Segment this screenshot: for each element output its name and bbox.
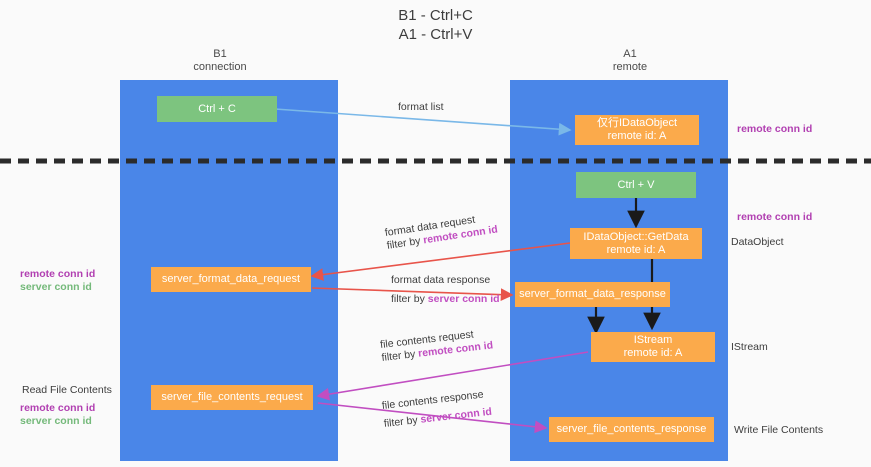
left-note-mid-server: server conn id [20,281,92,293]
node-server-format-data-request[interactable]: server_format_data_request [151,267,311,292]
edge-label-format-data-response-line2: filter by server conn id [391,293,500,306]
node-istream[interactable]: IStream remote id: A [591,332,715,362]
right-note-remote-conn-id-mid: remote conn id [737,211,813,223]
node-getdata-line1: IDataObject::GetData [583,230,689,243]
right-note-write-file-contents: Write File Contents [734,424,824,436]
node-server-file-contents-request[interactable]: server_file_contents_request [151,385,313,410]
node-server-file-contents-response-label: server_file_contents_response [556,423,707,435]
right-note-istream: IStream [731,341,768,353]
left-note-read-file-contents: Read File Contents [22,384,112,396]
node-getdata[interactable]: IDataObject::GetData remote id: A [570,228,702,259]
node-getdata-line2: remote id: A [606,243,666,256]
node-server-file-contents-request-label: server_file_contents_request [161,391,303,403]
title-line-2: A1 - Ctrl+V [398,26,473,43]
node-server-format-data-response[interactable]: server_format_data_response [515,282,670,307]
node-ctrl-v[interactable]: Ctrl + V [576,172,696,198]
column-header-b1-name: B1 [213,48,227,60]
right-note-dataobject: DataObject [731,236,784,248]
left-note-mid-remote: remote conn id [20,268,96,280]
column-header-b1: B1 connection [150,48,290,74]
node-istream-line2: remote id: A [623,347,683,359]
node-idataobject-top[interactable]: 仅行IDataObject remote id: A [575,115,699,145]
node-ctrl-c-label: Ctrl + C [198,102,236,115]
right-note-remote-conn-id-top: remote conn id [737,123,813,135]
edge-label-file-contents-request: file contents request filter by remote c… [380,326,494,365]
left-note-bottom-remote: remote conn id [20,402,96,414]
node-idataobject-top-line1: 仅行IDataObject [596,117,678,129]
edge-label-file-contents-response: file contents response filter by server … [381,388,492,431]
column-header-a1-name: A1 [623,48,637,60]
column-header-b1-role: connection [193,61,247,73]
edge-label-format-data-response: format data response filter by server co… [391,274,500,306]
edge-label-file-contents-request-prefix: filter by [381,347,419,364]
node-server-file-contents-response[interactable]: server_file_contents_response [549,417,714,442]
node-server-format-data-response-label: server_format_data_response [519,288,666,300]
edge-label-format-data-request: format data request filter by remote con… [384,211,499,253]
column-header-a1: A1 remote [560,48,700,74]
left-note-conn-ids-mid: remote conn id server conn id [20,268,95,294]
node-idataobject-top-line2: remote id: A [607,130,667,142]
node-ctrl-c[interactable]: Ctrl + C [157,96,277,122]
edge-label-format-data-response-highlight: server conn id [427,293,500,305]
edge-label-format-list-line1: format list [398,101,444,113]
node-ctrl-v-label: Ctrl + V [617,178,655,191]
node-server-format-data-request-label: server_format_data_request [161,273,301,285]
edge-label-format-data-response-line1: format data response [391,274,491,286]
left-note-bottom-server: server conn id [20,415,92,427]
column-header-a1-role: remote [612,61,648,73]
left-note-conn-ids-bottom: remote conn id server conn id [20,402,95,428]
edge-label-file-contents-response-highlight: server conn id [419,405,493,426]
title-line-1: B1 - Ctrl+C [398,7,473,24]
edge-label-file-contents-response-prefix: filter by [383,413,422,430]
edge-label-format-data-response-prefix: filter by [391,293,428,305]
node-istream-line1: IStream [633,334,673,346]
edge-label-format-list: format list [398,101,444,114]
page-title: B1 - Ctrl+C A1 - Ctrl+V [0,6,871,44]
